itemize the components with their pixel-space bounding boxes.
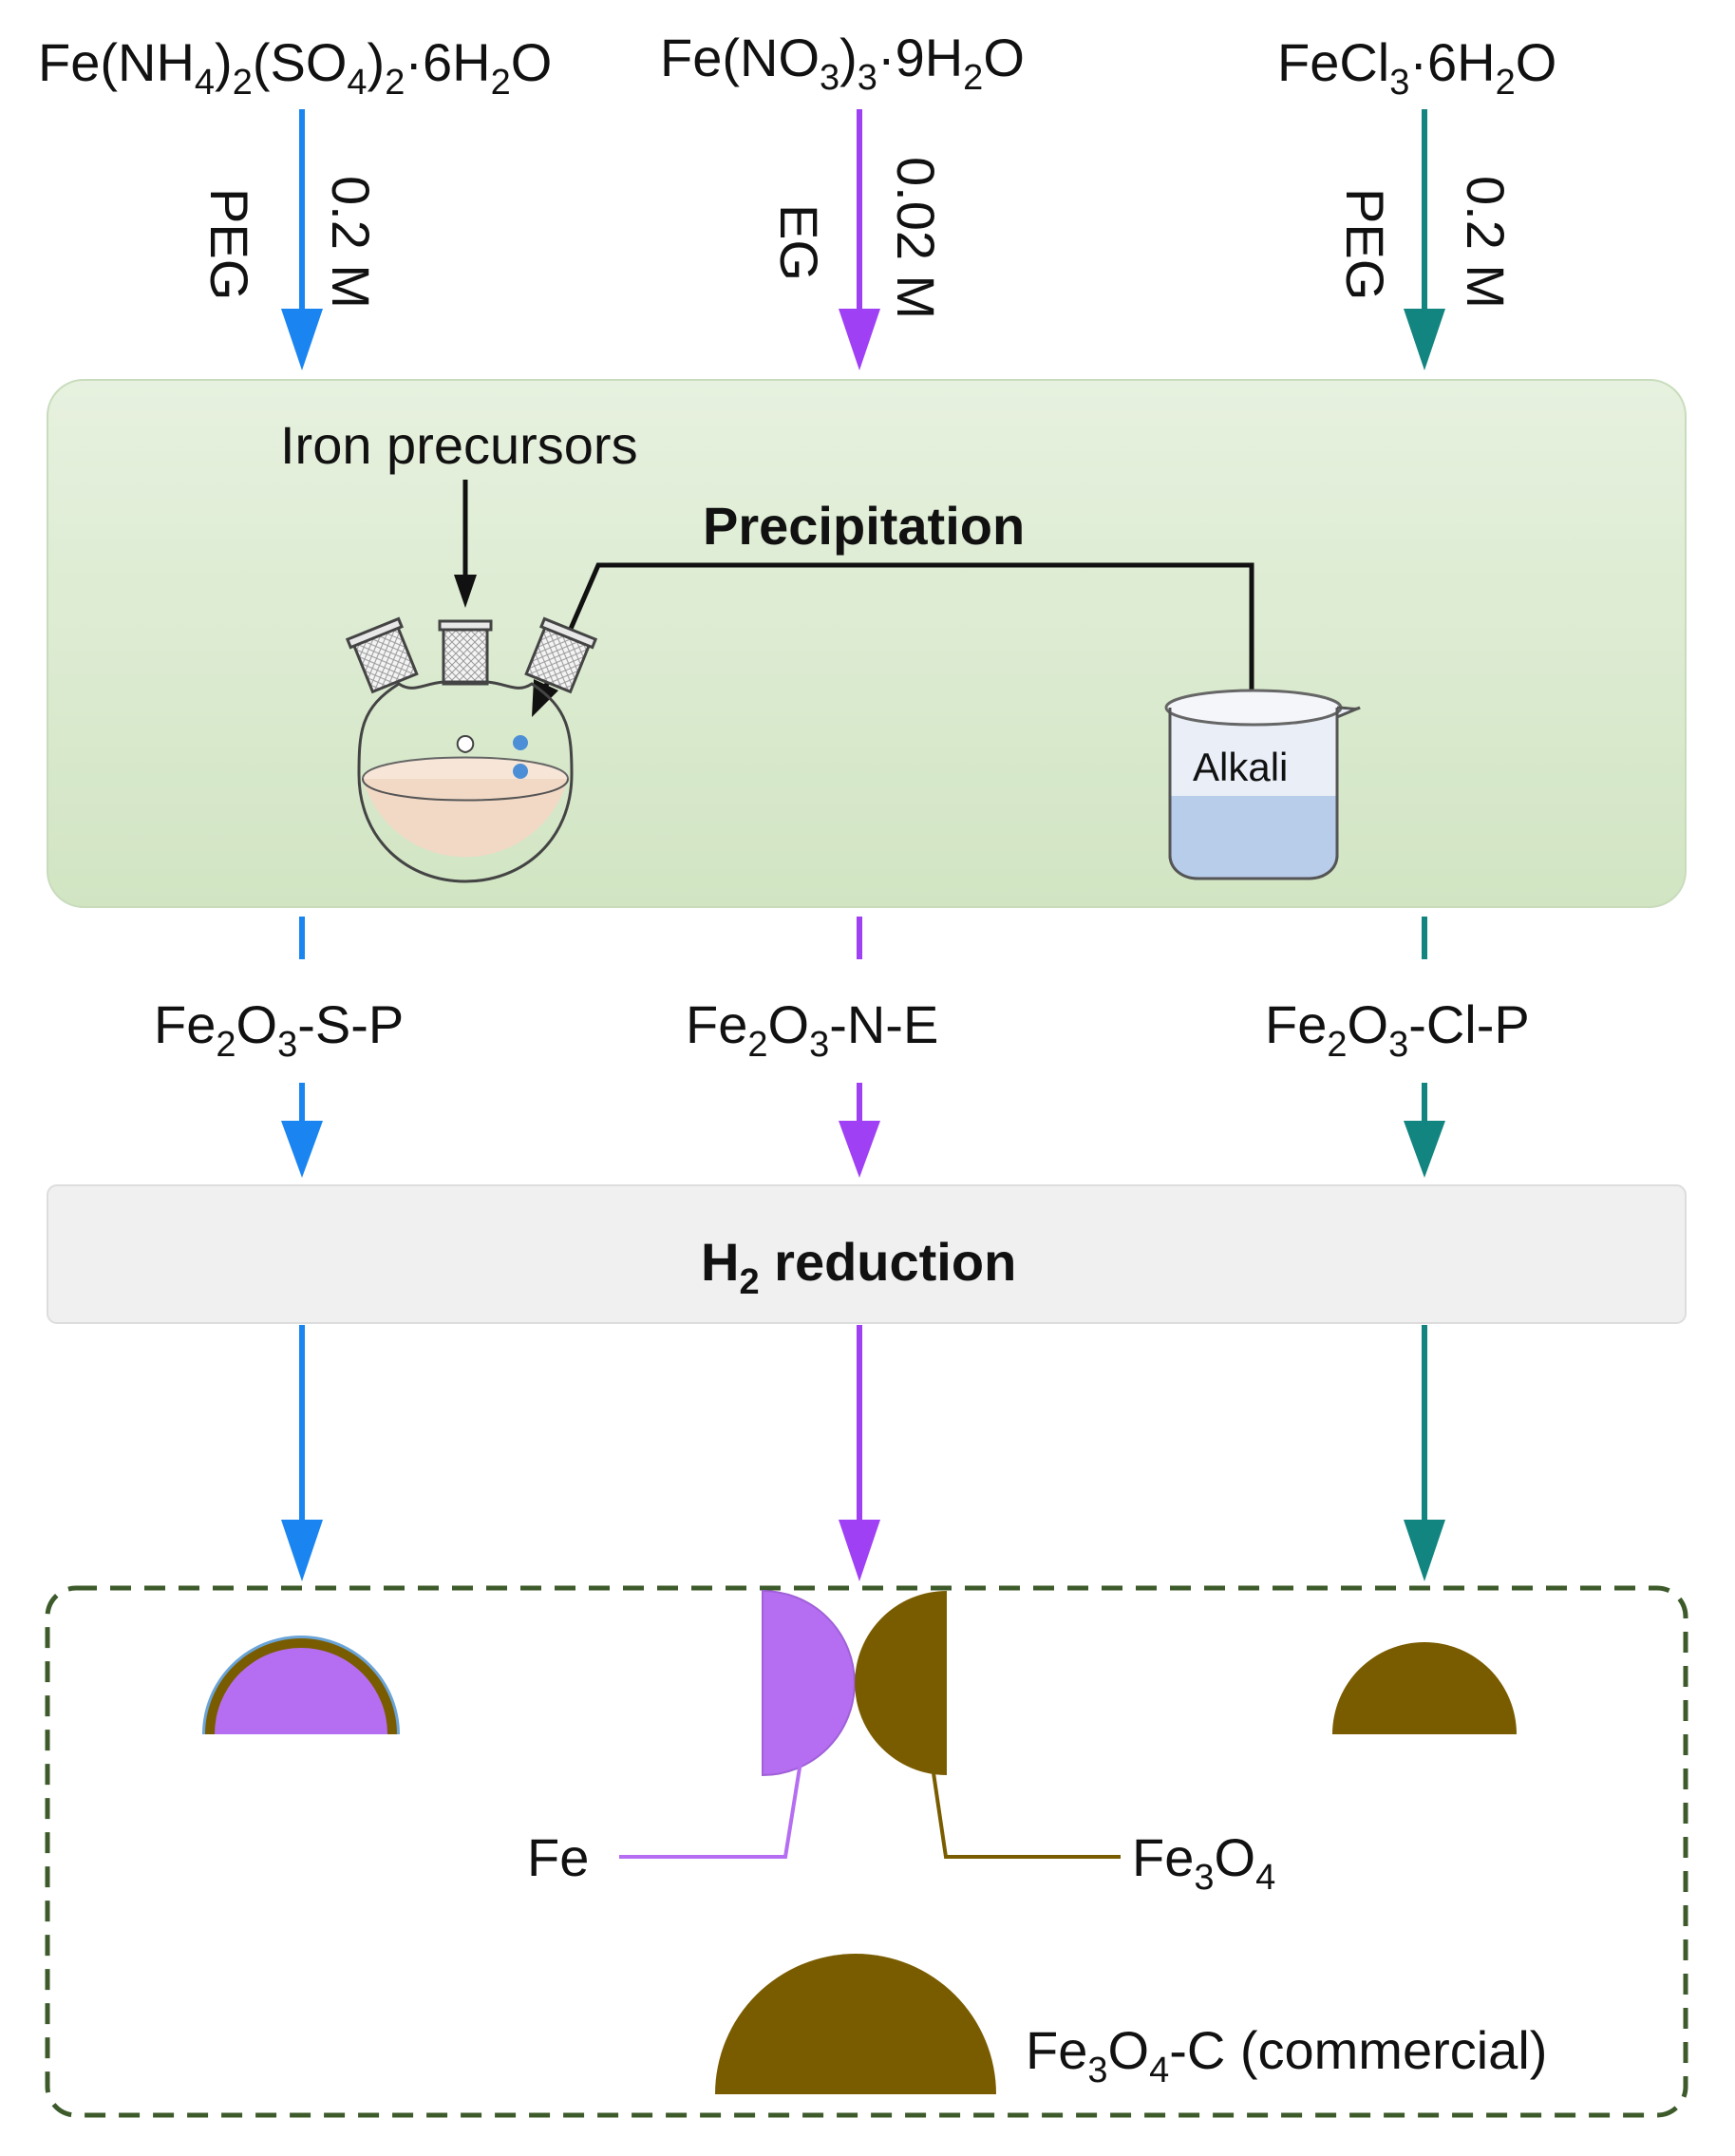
svg-text:Fe(NH4)2(SO4)2·6H2O: Fe(NH4)2(SO4)2·6H2O (38, 32, 552, 103)
intermediate-1-label: Fe2O3-S-P (154, 994, 404, 1065)
reduction-title: H2 reduction (701, 1232, 1016, 1302)
svg-text:Fe3O4-C (commercial): Fe3O4-C (commercial) (1026, 2020, 1547, 2090)
svg-text:Fe3O4: Fe3O4 (1132, 1827, 1275, 1898)
svg-text:Fe2O3-S-P: Fe2O3-S-P (154, 994, 404, 1065)
precursor-2-label: Fe(NO3)3·9H2O (660, 28, 1025, 98)
three-neck-flask-icon (345, 616, 598, 883)
alkali-label: Alkali (1193, 745, 1288, 789)
janus-fe-half-icon (762, 1589, 856, 1777)
solvent-3-label: PEG (1335, 188, 1395, 300)
fe-label: Fe (527, 1827, 589, 1887)
precursor-1-label: Fe(NH4)2(SO4)2·6H2O (38, 32, 552, 103)
core-shell-particle-icon (202, 1636, 400, 1734)
arrow-product-2 (839, 1325, 880, 1581)
arrow-precursor-1 (281, 109, 323, 370)
fe3o4-leader-line (931, 1766, 1121, 1859)
precursor-3-label: FeCl3·6H2O (1277, 32, 1556, 103)
commercial-fe3o4-particle-icon (715, 1954, 996, 2094)
concentration-1-label: 0.2 M (321, 176, 381, 309)
products-box (45, 1585, 1688, 2118)
arrow-product-3 (1404, 1325, 1445, 1581)
alkali-beaker-icon (1164, 689, 1361, 880)
reduction-box (47, 1184, 1687, 1324)
svg-text:Fe2O3-N-E: Fe2O3-N-E (686, 994, 938, 1065)
fe-leader-line (619, 1761, 802, 1859)
janus-fe3o4-half-icon (855, 1591, 947, 1775)
concentration-3-label: 0.2 M (1456, 176, 1516, 309)
intermediate-3-label: Fe2O3-Cl-P (1265, 994, 1530, 1065)
iron-precursors-arrow (454, 480, 477, 608)
svg-text:H2 reduction: H2 reduction (701, 1232, 1016, 1302)
solvent-2-label: EG (769, 204, 829, 281)
fe3o4-particle-icon (1332, 1642, 1517, 1734)
precipitation-title: Precipitation (703, 496, 1025, 556)
arrow-intermediate-2 (839, 1083, 880, 1178)
svg-text:FeCl3·6H2O: FeCl3·6H2O (1277, 32, 1556, 103)
solvent-1-label: PEG (199, 188, 259, 300)
svg-text:Fe2O3-Cl-P: Fe2O3-Cl-P (1265, 994, 1530, 1065)
iron-precursors-label: Iron precursors (280, 415, 638, 475)
fe3o4-label: Fe3O4 (1132, 1827, 1275, 1898)
intermediate-2-label: Fe2O3-N-E (686, 994, 938, 1065)
svg-text:Fe(NO3)3·9H2O: Fe(NO3)3·9H2O (660, 28, 1025, 98)
arrow-precursor-3 (1404, 109, 1445, 370)
concentration-2-label: 0.02 M (886, 157, 946, 319)
arrow-intermediate-1 (281, 1083, 323, 1178)
arrow-product-1 (281, 1325, 323, 1581)
commercial-fe3o4-label: Fe3O4-C (commercial) (1026, 2020, 1547, 2090)
arrow-intermediate-3 (1404, 1083, 1445, 1178)
arrow-precursor-2 (839, 109, 880, 370)
